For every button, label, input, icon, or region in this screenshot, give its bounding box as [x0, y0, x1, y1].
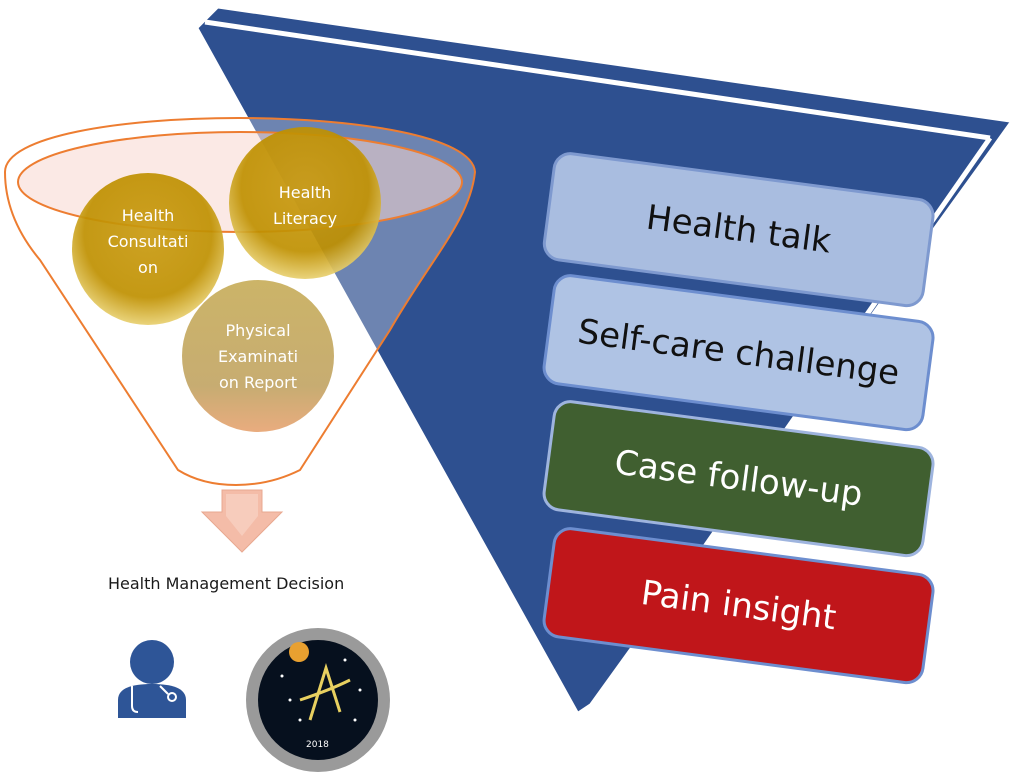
triangle-top-highlight — [204, 19, 991, 141]
input-label-consultation: Health Consultati on — [107, 206, 189, 277]
stage-label: Self-care challenge — [575, 311, 902, 394]
stage-label: Health talk — [643, 197, 834, 262]
input-label-literacy: Health Literacy — [272, 183, 338, 228]
input-circle-physical-exam — [182, 280, 334, 432]
input-circle-consultation — [72, 173, 224, 325]
decision-caption: Health Management Decision — [108, 574, 345, 593]
emblem-year: 2018 — [306, 740, 329, 750]
input-label-physical-exam: Physical Examinati on Report — [217, 321, 299, 392]
stage-label: Case follow-up — [612, 442, 865, 515]
doctor-stethoscope-icon — [118, 640, 186, 718]
space-emblem-icon — [246, 628, 390, 772]
input-circle-literacy — [229, 127, 381, 279]
stage-label: Pain insight — [638, 573, 839, 639]
